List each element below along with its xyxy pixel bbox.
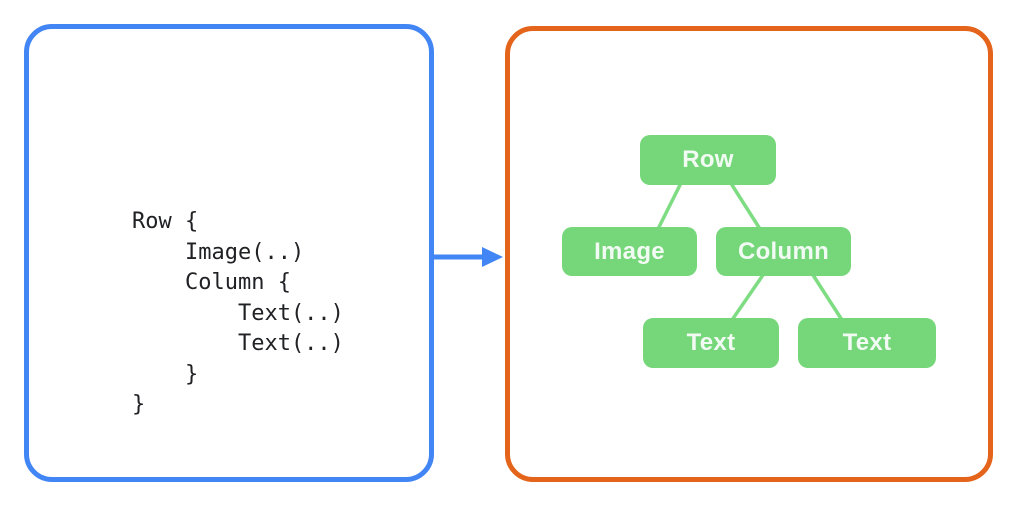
arrow-right-icon [432,247,503,267]
code-line: Image(..) [132,239,305,265]
tree-node-row: Row [640,135,776,185]
tree-node-column: Column [716,227,851,276]
code-line: Text(..) [132,331,344,356]
code-line: } [132,361,199,387]
code-line: Row { [132,209,199,234]
code-panel: Row { Image(..) Column { Text(..) Text(.… [24,24,434,482]
code-block: Row { Image(..) Column { Text(..) Text(.… [132,207,344,421]
code-line: Text(..) [132,300,344,326]
tree-node-image: Image [562,227,697,276]
tree-node-text-left: Text [643,318,779,368]
tree-node-text-right: Text [798,318,936,368]
code-line: Column { [132,270,291,295]
code-line: } [132,392,146,417]
